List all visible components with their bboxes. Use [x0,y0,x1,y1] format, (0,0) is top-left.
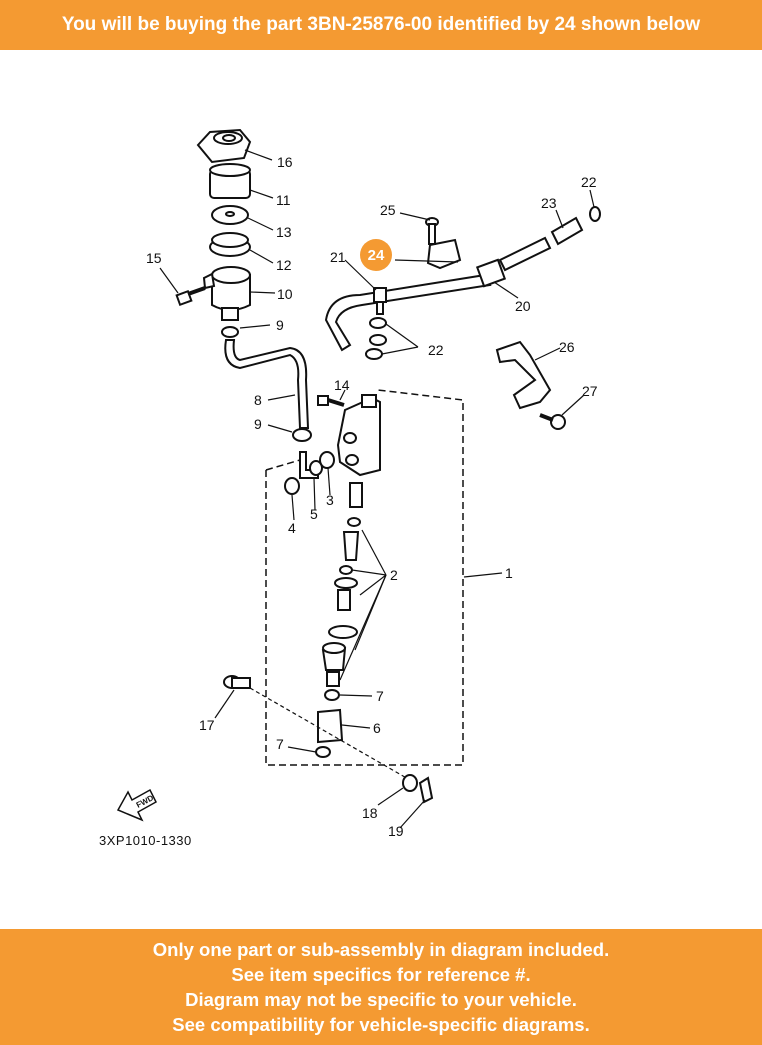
clevis-part [317,708,344,744]
label-27: 27 [582,383,598,399]
label-20: 20 [515,298,531,314]
label-3: 3 [326,492,334,508]
bolt-14-part [317,395,345,407]
clip-lower-part [292,428,312,442]
label-22-lower: 22 [428,342,444,358]
label-15: 15 [146,250,162,266]
footer-line-4: See compatibility for vehicle-specific d… [172,1014,590,1035]
label-1: 1 [505,565,513,581]
label-11: 11 [276,192,291,208]
label-6: 6 [373,720,381,736]
fwd-arrow-icon: FWD [116,788,157,822]
diagram-code: 3XP1010-1330 [99,833,192,848]
label-4: 4 [288,520,296,536]
circlip-part [284,477,300,495]
parts-diagram: 16 11 13 12 10 15 9 8 9 14 4 5 3 2 1 7 6… [99,128,601,848]
label-7-lower: 7 [276,736,284,752]
bolt-27-part [539,413,566,430]
label-17: 17 [199,717,215,733]
nut-upper-part [324,689,340,701]
reservoir-part [202,266,251,321]
washer-22-top-part [589,206,601,222]
label-22-upper: 22 [581,174,597,190]
fitting-ring [309,460,323,476]
highlight-callout-24: 24 [360,239,392,271]
piston-kit-part [321,482,363,687]
label-16: 16 [277,154,293,170]
reservoir-cap-part [196,128,252,164]
bracket-part [495,340,552,410]
label-7-upper: 7 [376,688,384,704]
cap-part [209,163,251,199]
washer-22-c-part [365,348,383,360]
assembly-outline-top [265,459,301,471]
hose-part [224,339,310,429]
footer-line-2: See item specifics for reference #. [231,964,531,985]
cotter-pin-part [418,776,434,804]
washer-part [402,774,418,792]
footer-line-1: Only one part or sub-assembly in diagram… [152,939,610,960]
label-9-lower: 9 [254,416,262,432]
washer-22-b-part [369,334,387,346]
label-19: 19 [388,823,404,839]
label-13: 13 [276,224,292,240]
label-10: 10 [277,286,293,302]
label-25: 25 [380,202,396,218]
label-23: 23 [541,195,557,211]
label-18: 18 [362,805,378,821]
footer-banner: Only one part or sub-assembly in diagram… [0,929,762,1045]
highlight-number: 24 [368,247,385,264]
assembly-outline [265,389,464,766]
diaphragm-part [209,232,251,257]
footer-line-3: Diagram may not be specific to your vehi… [185,989,577,1010]
union-bolt-part [550,216,584,246]
o-ring-part [319,451,335,469]
plate-center [225,211,235,217]
header-text: You will be buying the part 3BN-25876-00… [61,14,701,35]
nut-lower-part [315,746,331,758]
pin-part [223,675,251,689]
label-5: 5 [310,506,318,522]
label-26: 26 [559,339,575,355]
union-bolt-21-part [373,287,387,315]
header-banner: You will be buying the part 3BN-25876-00… [0,0,762,50]
screw-25-part [425,217,439,245]
label-12: 12 [276,257,292,273]
master-cylinder-part [336,394,381,477]
label-9-upper: 9 [276,317,284,333]
washer-22-a-part [369,317,387,329]
leader-lines [159,149,595,829]
label-14: 14 [334,377,350,393]
label-21: 21 [330,249,346,265]
label-2: 2 [390,567,398,583]
label-8: 8 [254,392,262,408]
brake-hose-part [324,273,492,352]
clip-upper-part [221,326,239,338]
bolt-15-part [175,286,206,307]
